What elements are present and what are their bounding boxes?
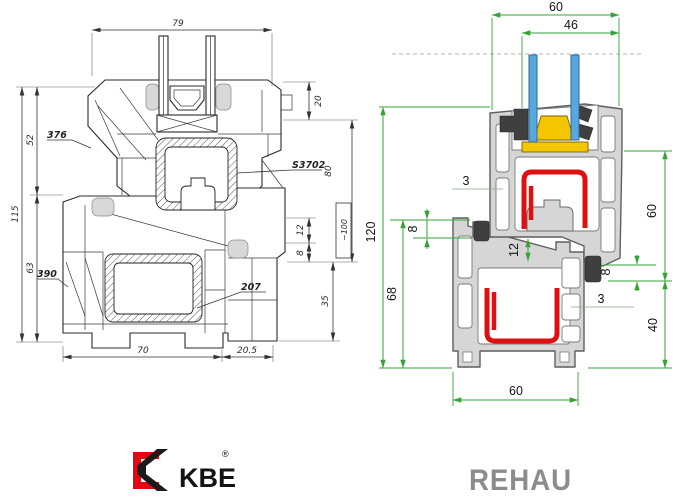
kbe-dim-boxed-total: ~100 bbox=[340, 219, 349, 241]
kbe-logo-black-chevron-icon bbox=[137, 449, 168, 491]
kbe-profile-drawing: 79 115 52 63 20 80 12 8 ~100 bbox=[11, 19, 358, 362]
rehau-glass-pane-left bbox=[528, 54, 538, 143]
rehau-dimensions: 60 46 120 68 8 12 60 8 bbox=[364, 0, 672, 406]
rehau-dim-frame-height: 68 bbox=[385, 287, 399, 301]
rehau-glass-unit bbox=[473, 54, 602, 283]
kbe-dim-right-top: 20 bbox=[314, 95, 324, 107]
kbe-glass-spacer bbox=[169, 85, 205, 111]
kbe-label-376: 376 bbox=[47, 130, 67, 141]
rehau-dim-left-overlap: 8 bbox=[406, 225, 420, 232]
kbe-label-207: 207 bbox=[241, 282, 261, 293]
rehau-frame-right-gasket bbox=[584, 255, 602, 283]
kbe-label-390: 390 bbox=[37, 269, 57, 280]
rehau-dim-wall-lower: 3 bbox=[598, 292, 605, 306]
rehau-logo: REHAU bbox=[469, 464, 572, 497]
kbe-logo-red-bracket-icon bbox=[133, 452, 159, 489]
kbe-dim-gap-12: 12 bbox=[296, 224, 306, 236]
kbe-glass-unit bbox=[145, 35, 232, 133]
rehau-frame-profile bbox=[452, 217, 585, 368]
kbe-dim-gap-8: 8 bbox=[296, 250, 306, 256]
kbe-glazing-gasket-left bbox=[145, 83, 160, 111]
kbe-dim-bottom-flange: 20.5 bbox=[237, 346, 257, 356]
rehau-glazing-gasket-left bbox=[499, 108, 529, 141]
kbe-glazing-gasket-right bbox=[215, 83, 232, 111]
rehau-dim-wall-upper: 3 bbox=[463, 174, 470, 188]
rehau-sash-steel-reinforcement bbox=[521, 169, 588, 229]
rehau-hardware-groove bbox=[526, 199, 574, 232]
kbe-boxed-dim-frame bbox=[335, 202, 352, 259]
kbe-hardware-groove bbox=[180, 177, 216, 211]
rehau-glass-pane-right bbox=[570, 54, 580, 141]
kbe-frame-seal-left bbox=[91, 197, 115, 217]
kbe-dim-right-low: 35 bbox=[321, 295, 331, 307]
kbe-dim-bottom-main: 70 bbox=[137, 346, 149, 356]
kbe-dimensions: 79 115 52 63 20 80 12 8 ~100 bbox=[11, 19, 358, 362]
kbe-logo: KBE ® bbox=[133, 449, 236, 493]
rehau-logo-text: REHAU bbox=[469, 464, 572, 497]
rehau-glazing-bridge bbox=[521, 141, 589, 153]
rehau-profile-drawing: 60 46 120 68 8 12 60 8 bbox=[364, 0, 672, 406]
kbe-label-s3702: S3702 bbox=[292, 160, 326, 171]
rehau-dim-sash-height: 60 bbox=[645, 204, 659, 218]
kbe-dim-sash-height: 52 bbox=[26, 134, 36, 146]
kbe-article-labels: 376 S3702 390 207 bbox=[37, 130, 326, 309]
kbe-dim-frame-height: 63 bbox=[26, 262, 36, 274]
rehau-dim-right-low: 40 bbox=[646, 318, 660, 332]
kbe-logo-registered-mark: ® bbox=[222, 449, 229, 459]
rehau-frame-steel-reinforcement bbox=[484, 288, 560, 344]
rehau-dim-right-overlap: 8 bbox=[599, 268, 613, 275]
kbe-logo-text: KBE bbox=[179, 463, 236, 493]
rehau-dim-top-width: 60 bbox=[549, 0, 563, 14]
rehau-dim-glazing-width: 46 bbox=[564, 18, 578, 32]
kbe-dim-top-width: 79 bbox=[172, 19, 184, 29]
kbe-dim-total-height: 115 bbox=[11, 205, 21, 222]
rehau-glazing-block bbox=[533, 115, 575, 141]
rehau-dim-mid-gap: 12 bbox=[507, 243, 521, 257]
kbe-dim-right-mid: 80 bbox=[324, 165, 334, 177]
rehau-sash-lip-gasket bbox=[473, 220, 490, 242]
rehau-dim-bottom-width: 60 bbox=[509, 384, 523, 398]
rehau-dim-total-height: 120 bbox=[364, 222, 378, 243]
kbe-frame-seal-right bbox=[227, 239, 249, 259]
kbe-sash-reinforcement bbox=[155, 137, 238, 211]
kbe-frame-reinforcement bbox=[104, 253, 203, 323]
